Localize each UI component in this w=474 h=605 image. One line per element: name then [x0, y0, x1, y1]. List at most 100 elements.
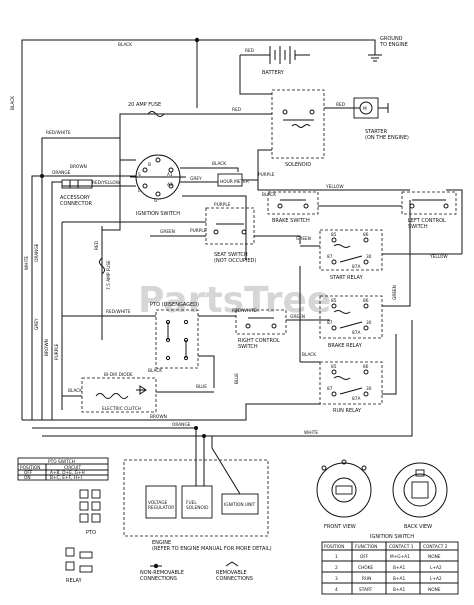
pto-switch: [62, 309, 230, 388]
front-view-label: FRONT VIEW: [324, 524, 356, 530]
fuse-7-5-amp-label: 7.5 AMP FUSE: [106, 260, 112, 290]
wire-label-purple-left: PURPLE: [54, 343, 60, 360]
start-relay-label: START RELAY: [330, 275, 364, 281]
run-relay-pin-86: 86: [363, 364, 369, 370]
wire-label-red-right: RED: [336, 102, 346, 108]
back-view-label: BACK VIEW: [404, 524, 432, 530]
brake-relay-pin-86: 86: [363, 298, 369, 304]
brake-relay-pin-87: 87: [327, 320, 333, 326]
ign-row2-position: 2: [335, 565, 338, 571]
ignition-table-title: IGNITION SWITCH: [370, 534, 414, 540]
brake-relay-pin-30: 30: [366, 320, 372, 326]
ign-row2-function: CHOKE: [358, 565, 373, 571]
run-relay-pin-87: 87: [327, 386, 333, 392]
ign-row4-position: 4: [335, 587, 338, 593]
ign-pin-g: G: [154, 198, 157, 204]
wire-label-purple-ignition: PURPLE: [258, 172, 275, 178]
ign-table-header-contact2: CONTACT 2: [423, 544, 448, 550]
start-relay: [300, 229, 462, 271]
wire-label-red: RED: [94, 240, 100, 250]
run-relay-pin-30: 30: [366, 386, 372, 392]
electric-clutch-label: ELECTRIC CLUTCH: [102, 406, 141, 412]
ignition-back-view: [392, 462, 448, 518]
wire-label-orange-bottom: ORANGE: [172, 422, 191, 428]
ignition-unit-label: IGNITION UNIT: [224, 502, 256, 508]
starter-motor: M: [353, 97, 389, 119]
pto-connector: [79, 489, 101, 523]
watermark: PartsTree: [138, 280, 331, 321]
ign-row2-contact1: B+A1: [393, 565, 405, 571]
wire-label-red-white-rc: RED/WHITE: [232, 308, 257, 314]
ign-row3-contact1: B+A1: [393, 576, 405, 582]
pto-switch-table: [17, 457, 109, 481]
ignition-front-view: [316, 459, 372, 518]
fuse-20-amp: [119, 111, 272, 188]
run-relay-pin-85: 85: [331, 364, 337, 370]
relay-connector-label: RELAY: [66, 578, 83, 584]
pto-table-row2-circuit: B+C, E+F, H+I: [50, 475, 82, 481]
relay-connector: [65, 547, 93, 573]
top-power-wiring: [21, 37, 382, 420]
brake-relay-pin-87a: 87A: [352, 330, 360, 336]
wire-label-black-ignition: BLACK: [212, 161, 226, 167]
pto-table-row1-circuit: A+B, D+E, G+H: [50, 470, 85, 476]
ignition-right-wiring: [180, 149, 272, 260]
ign-pin-a1: A1: [167, 172, 173, 178]
wire-label-black-left-2: BLACK: [68, 388, 82, 394]
wire-label-red-top: RED: [232, 107, 242, 113]
svg-text:M: M: [363, 106, 367, 112]
starter-label: STARTER(ON THE ENGINE): [365, 129, 409, 141]
brake-relay-pin-85: 85: [331, 298, 337, 304]
wire-label-green-relay: GREEN: [296, 236, 311, 242]
ignition-left-wiring: [31, 137, 136, 420]
wire-label-white-bottom: WHITE: [304, 430, 318, 436]
connection-legend: [150, 561, 239, 569]
solenoid: [271, 89, 360, 159]
seat-switch: [62, 207, 301, 245]
wire-label-orange-left: ORANGE: [34, 243, 40, 262]
electric-clutch: [62, 377, 214, 413]
ignition-switch-label: IGNITION SWITCH: [136, 211, 180, 217]
engine-block: [123, 447, 269, 537]
wire-label-grey-left: GREY: [34, 318, 40, 330]
bi-dir-diode-label: BI-DIR DIODE: [104, 372, 133, 378]
ign-row4-contact1: B+A1: [393, 587, 405, 593]
wire-label-black-brake-relay: BLACK: [302, 352, 316, 358]
ign-pin-b: B: [148, 162, 151, 168]
wire-label-green-right: GREEN: [392, 285, 398, 300]
start-relay-pin-85: 85: [331, 232, 337, 238]
ign-row4-contact2: NONE: [428, 587, 441, 593]
ignition-table: [321, 541, 459, 595]
run-relay-label: RUN RELAY: [333, 408, 362, 414]
seat-switch-label: SEAT SWITCH(NOT OCCUPIED): [214, 252, 256, 264]
brake-relay: [299, 200, 411, 362]
wire-label-green-mid: GREEN: [160, 229, 175, 235]
wire-label-purple-seat: PURPLE: [214, 202, 231, 208]
right-control-switch: [230, 309, 330, 335]
battery: [239, 46, 310, 95]
pto-table-row1-position: OFF: [24, 470, 33, 476]
pto-table-header-position: POSITION: [20, 465, 40, 471]
wire-label-black-left-1: BLACK: [10, 96, 16, 110]
wire-label-blue-mid: BLUE: [234, 373, 240, 384]
pto-table-row2-position: ON: [24, 475, 31, 481]
ign-pin-a2: A2: [167, 182, 173, 188]
ign-row3-contact2: L+A2: [430, 576, 442, 582]
wire-label-black-top: BLACK: [118, 42, 132, 48]
start-relay-pin-30: 30: [366, 254, 372, 260]
wire-label-yellow-right: YELLOW: [429, 254, 448, 260]
engine-label: ENGINE(REFER TO ENGINE MANUAL FOR MORE D…: [152, 540, 272, 552]
wire-label-red-white-pto: RED/WHITE: [106, 309, 131, 315]
ign-pin-l: L: [138, 188, 141, 194]
solenoid-label: SOLENOID: [285, 162, 311, 168]
ign-row3-position: 3: [335, 576, 338, 582]
ign-pin-s: S: [138, 172, 141, 178]
